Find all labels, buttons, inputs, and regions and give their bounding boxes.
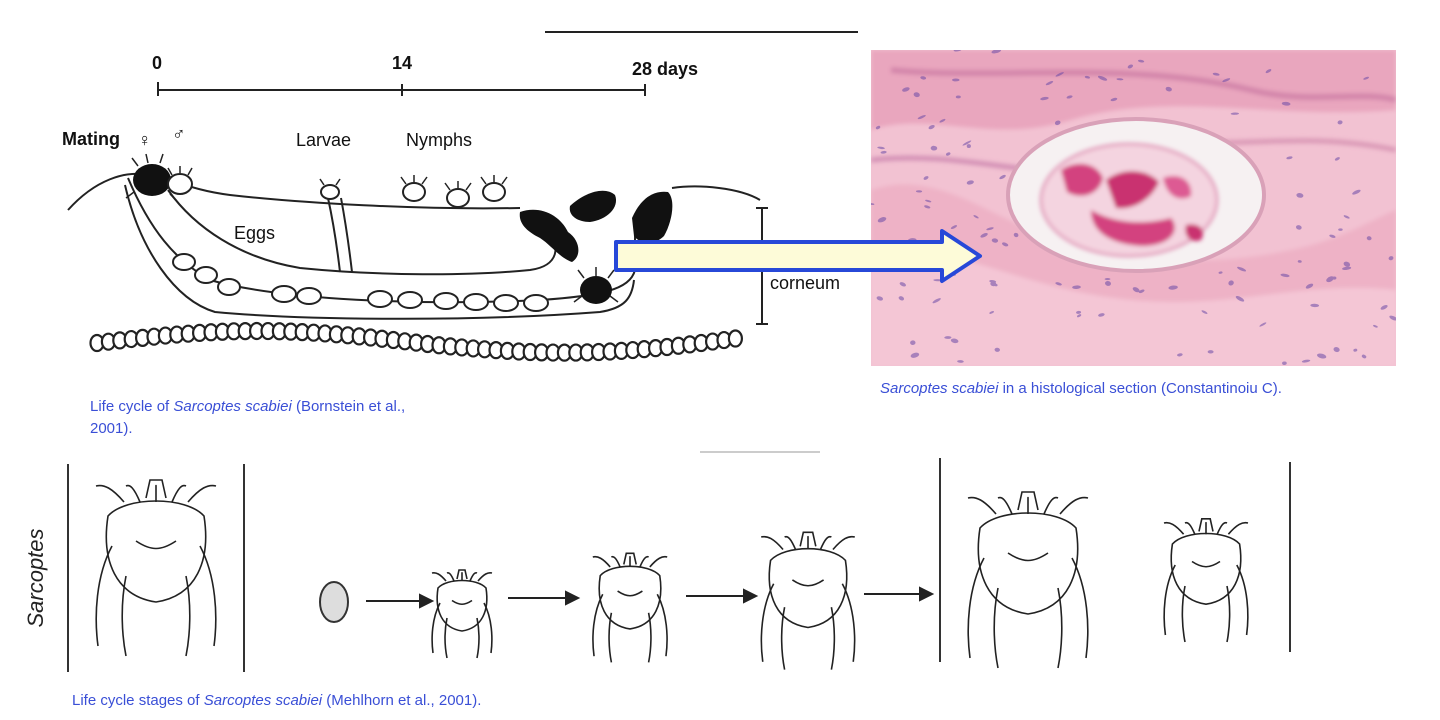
male-symbol: ♂ [172, 124, 186, 144]
mating-mite-male [167, 166, 193, 195]
mating-mite-female [133, 164, 171, 196]
caption-text: (Mehlhorn et al., 2001). [322, 692, 482, 709]
stages-caption: Life cycle stages of Sarcoptes scabiei (… [72, 690, 772, 712]
stage-larva [431, 569, 493, 659]
larvae-label: Larvae [296, 130, 351, 150]
caption-text: Life cycle stages of [72, 692, 204, 709]
pointer-arrow [614, 229, 982, 283]
nymph-mites [400, 175, 508, 208]
mating-label: Mating [62, 129, 120, 149]
caption-text: in a histological section (Constantinoiu… [998, 380, 1282, 397]
timeline-tick-0: 0 [152, 53, 162, 73]
caption-species: Sarcoptes scabiei [203, 692, 323, 709]
eggs-in-burrow [172, 253, 549, 312]
stage-protonymph [592, 552, 668, 663]
stage-adult-male [1163, 518, 1249, 643]
nymphs-label: Nymphs [406, 130, 472, 150]
timeline-tick-28: 28 days [632, 59, 698, 79]
caption-text: Life cycle of [90, 398, 174, 415]
lifecycle-caption: Life cycle of Sarcoptes scabiei (Bornste… [90, 396, 510, 440]
timeline-tick-14: 14 [392, 53, 412, 73]
histology-caption: Sarcoptes scabiei in a histological sect… [880, 378, 1420, 400]
lifecycle-diagram: 0 14 28 days Mating ♀ ♂ Larvae Nymphs Eg… [62, 31, 858, 362]
stage-egg [319, 581, 349, 623]
stage-adult-female-left [95, 479, 217, 657]
female-symbol: ♀ [138, 130, 152, 150]
larva-mite [319, 178, 341, 200]
gravid-female-mite [573, 267, 619, 304]
stage-adult-female-right [967, 491, 1089, 669]
caption-species: Sarcoptes scabiei [173, 398, 292, 415]
mite-section [1039, 142, 1219, 258]
epidermis-cell-layer [89, 321, 744, 362]
panel-dividers [67, 458, 1291, 672]
corneum-label: corneum [770, 273, 840, 293]
burrow-debris [519, 190, 673, 262]
caption-text: (Bornstein et al., [291, 398, 406, 415]
caption-text: 2001). [90, 420, 133, 437]
stage-tritonymph [760, 531, 856, 670]
histology-image [871, 50, 1396, 366]
caption-species: Sarcoptes scabiei [880, 380, 999, 397]
eggs-label: Eggs [234, 223, 275, 243]
stages-strip [67, 451, 1291, 672]
skin-surface [67, 172, 521, 211]
stage-arrows [366, 586, 935, 609]
